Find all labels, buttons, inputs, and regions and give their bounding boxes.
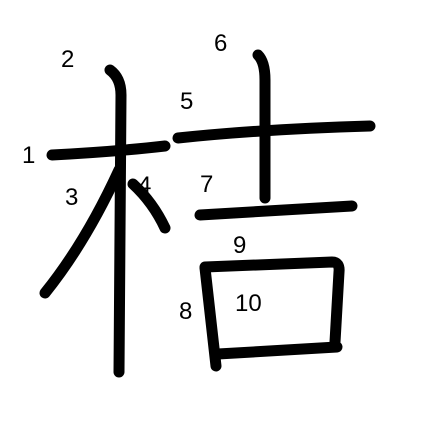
stroke-number-3: 3 xyxy=(65,184,78,211)
stroke-number-9: 9 xyxy=(233,232,246,259)
stroke-number-7: 7 xyxy=(200,171,213,198)
stroke-7-horizontal xyxy=(194,200,358,221)
stroke-number-4: 4 xyxy=(138,172,151,199)
stroke-3-left-falling xyxy=(39,164,125,299)
stroke-number-8: 8 xyxy=(179,298,192,325)
stroke-number-10: 10 xyxy=(235,290,262,317)
stroke-8-vertical xyxy=(199,262,222,372)
stroke-number-6: 6 xyxy=(214,30,227,57)
stroke-number-1: 1 xyxy=(22,142,35,169)
stroke-4-dot xyxy=(127,178,171,234)
stroke-number-5: 5 xyxy=(180,88,193,115)
stroke-number-2: 2 xyxy=(61,46,74,73)
stroke-6-vertical xyxy=(252,49,271,204)
stroke-5-horizontal xyxy=(172,120,376,144)
stroke-10-horizontal xyxy=(212,341,343,360)
stroke-1-horizontal xyxy=(46,140,171,161)
stroke-9-turn xyxy=(199,256,345,348)
stroke-2-vertical xyxy=(104,64,127,378)
